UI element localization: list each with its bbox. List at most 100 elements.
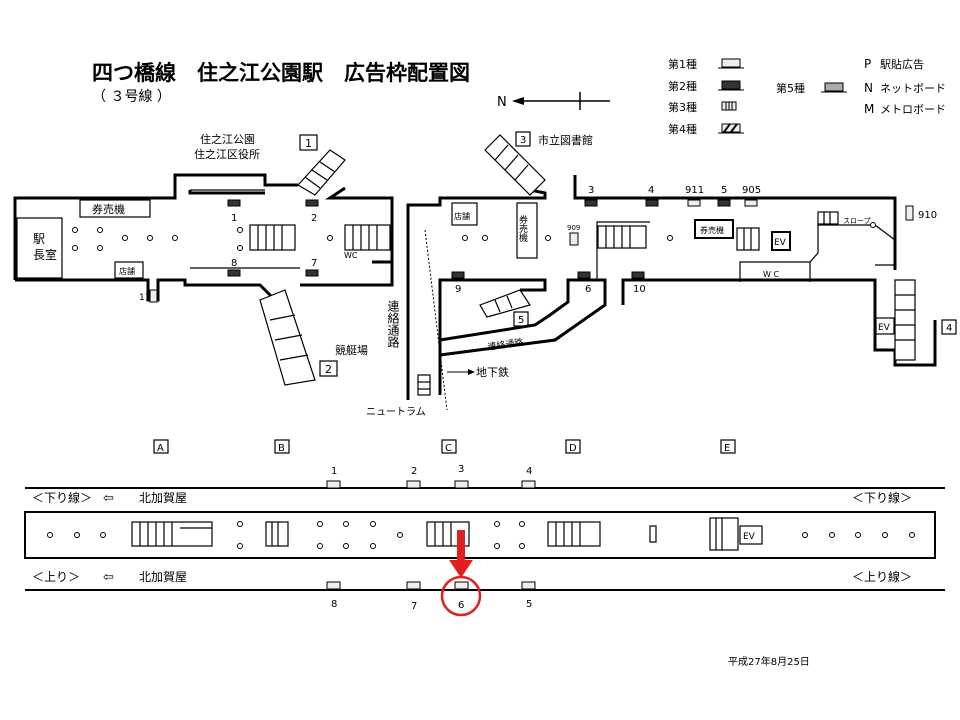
section-c: C bbox=[445, 443, 452, 454]
page-subtitle: （ ３号線 ） bbox=[92, 89, 171, 105]
ticket-machine-right-label: 券売機 bbox=[700, 225, 724, 235]
north-arrow-icon: N bbox=[497, 92, 610, 110]
legend-swatch-4 bbox=[718, 123, 744, 134]
section-a: A bbox=[157, 443, 164, 454]
exit-3-label: 市立図書館 bbox=[538, 133, 593, 147]
ticket-machine-mid-label: 券売機 bbox=[517, 214, 528, 243]
legend-swatch-3 bbox=[721, 101, 737, 111]
ad-frame-2 bbox=[305, 199, 319, 207]
ad-number-905: 905 bbox=[742, 185, 761, 196]
exit-3-badge bbox=[515, 131, 531, 147]
shop-left-label: 店舗 bbox=[119, 266, 135, 276]
section-markers: A B C D E bbox=[153, 439, 736, 454]
ad-number-909: 909 bbox=[567, 224, 580, 232]
stairs-right bbox=[417, 134, 916, 396]
up-line-label-right: ＜上り線＞ bbox=[852, 569, 912, 584]
ad-frame-8 bbox=[227, 269, 241, 277]
exit-3-number: 3 bbox=[520, 135, 526, 146]
ad-frame-3 bbox=[584, 199, 598, 207]
passage-vertical-label: 連絡通路 bbox=[386, 300, 400, 349]
subway-label: 地下鉄 bbox=[476, 365, 509, 379]
ad-number-5: 5 bbox=[721, 185, 727, 196]
section-e: E bbox=[724, 443, 730, 454]
elevator-exit-4 bbox=[875, 317, 895, 335]
legend-swatch-1 bbox=[721, 58, 741, 68]
ticket-machine-right bbox=[694, 219, 734, 239]
red-arrow-icon bbox=[457, 530, 465, 562]
legend-type-1: 第1種 bbox=[668, 57, 697, 71]
platform-ad-3 bbox=[454, 480, 469, 489]
platform-ad-2 bbox=[406, 480, 421, 489]
section-b: B bbox=[278, 443, 285, 454]
down-direction-label: 北加賀屋 bbox=[139, 491, 187, 505]
ad-frame-1 bbox=[227, 199, 241, 207]
platform-ad-5 bbox=[521, 581, 536, 590]
legend-type-3: 第3種 bbox=[668, 100, 697, 114]
legend-swatch-5 bbox=[824, 82, 844, 92]
wc-left-label: WC bbox=[344, 251, 358, 260]
down-line-label: ＜下り線＞ bbox=[32, 490, 92, 505]
stairs bbox=[249, 149, 391, 386]
platform-ad-6 bbox=[454, 581, 469, 590]
legend-swatch-2 bbox=[721, 80, 741, 90]
ad-number-11: 11 bbox=[139, 293, 150, 303]
ad-number-7: 7 bbox=[311, 258, 317, 269]
up-direction-label: 北加賀屋 bbox=[139, 570, 187, 584]
station-master-room bbox=[16, 217, 63, 279]
exit-2-label: 競艇場 bbox=[335, 343, 368, 357]
shop-left bbox=[114, 261, 144, 279]
ad-frame-6 bbox=[577, 271, 591, 279]
exit-2-number: 2 bbox=[325, 363, 332, 376]
slope-label: スロープ bbox=[843, 217, 871, 225]
up-line-label: ＜上り＞ bbox=[32, 570, 80, 584]
ad-number-10: 10 bbox=[633, 284, 646, 295]
ad-number-4: 4 bbox=[648, 185, 654, 196]
exit-5-badge bbox=[513, 311, 529, 327]
elevator-right bbox=[771, 231, 791, 251]
ad-frame-10 bbox=[631, 271, 645, 279]
ad-number-3: 3 bbox=[588, 185, 594, 196]
platform-ad-number-7: 7 bbox=[411, 601, 417, 612]
legend-code-m-label: メトロボード bbox=[880, 103, 946, 116]
legend-code-m: M bbox=[864, 102, 874, 116]
exit-2-badge bbox=[319, 360, 338, 377]
platform-ad-number-6: 6 bbox=[458, 600, 464, 611]
ad-frame-11 bbox=[149, 289, 158, 303]
arrow-left-icon: ⇦ bbox=[103, 570, 114, 585]
ad-number-910: 910 bbox=[918, 210, 937, 221]
platform-ad-number-4: 4 bbox=[526, 466, 532, 477]
ad-frame-905 bbox=[744, 199, 758, 207]
elevator-exit-4-label: EV bbox=[878, 323, 891, 333]
legend-code-p-label: 駅貼広告 bbox=[880, 57, 924, 71]
platform-ad-8 bbox=[326, 581, 341, 590]
newtram-label: ニュートラム bbox=[366, 406, 426, 418]
ticket-machine-mid bbox=[516, 202, 538, 259]
platform-ad-number-5: 5 bbox=[526, 599, 532, 610]
ad-number-9: 9 bbox=[455, 284, 461, 295]
platform-columns bbox=[47, 521, 915, 549]
page-title: 四つ橋線 住之江公園駅 広告枠配置図 bbox=[92, 61, 470, 85]
ad-frame-910 bbox=[905, 205, 914, 221]
platform-ad-number-8: 8 bbox=[331, 599, 337, 610]
legend-type-5: 第5種 bbox=[776, 81, 805, 95]
left-concourse: 券売機 駅長室 店舗 WC 1 2 7 8 11 bbox=[13, 149, 394, 386]
platform-ev-label: EV bbox=[743, 532, 756, 542]
ad-number-1: 1 bbox=[231, 213, 237, 224]
platform-ad-1 bbox=[326, 480, 341, 489]
exit-5-number: 5 bbox=[518, 315, 524, 326]
exit-1-label: 住之江公園 bbox=[200, 132, 255, 146]
exit-4-number: 4 bbox=[946, 323, 952, 334]
legend-type-4: 第4種 bbox=[668, 122, 697, 136]
ad-frame-4 bbox=[645, 199, 659, 207]
exit-1-label-2: 住之江区役所 bbox=[194, 147, 260, 161]
arrow-left-icon: ⇦ bbox=[103, 491, 114, 506]
ticket-machine-left bbox=[79, 199, 151, 218]
legend: 第1種 第2種 第3種 第4種 第5種 P 駅貼広告 N ネットボード M メト… bbox=[668, 57, 946, 136]
legend-code-n: N bbox=[864, 81, 873, 95]
date-label: 平成27年8月25日 bbox=[728, 655, 810, 668]
platform-ad-number-2: 2 bbox=[411, 466, 417, 477]
right-concourse: 店舗 券売機 券売機 EV EV W C スロープ 3 4 911 5 905 bbox=[406, 134, 937, 411]
highlight-marker bbox=[440, 530, 482, 617]
